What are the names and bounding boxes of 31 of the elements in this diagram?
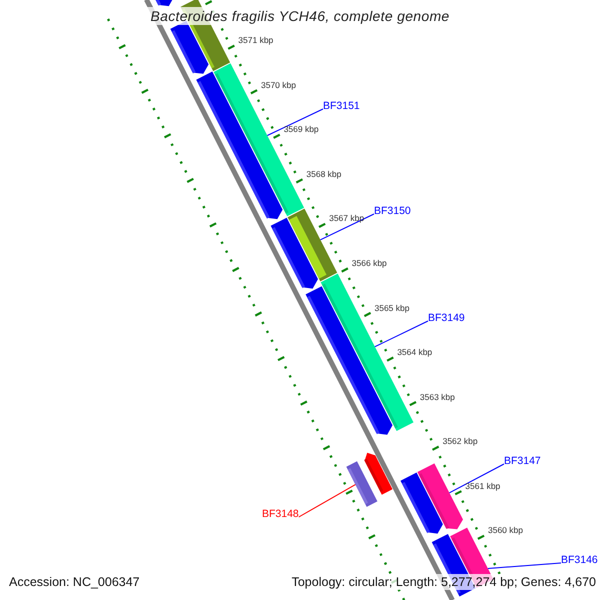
tick-label: 3567 kbp [329,213,364,224]
gene-label: BF3151 [323,100,360,112]
gene-bar [346,461,378,507]
gene-bar [270,218,318,289]
leader-line [374,320,428,348]
genome-stats-text: Topology: circular; Length: 5,277,274 bp; Genes: 4,670 [292,574,596,590]
gene-label: BF3147 [504,455,541,467]
tick-label: 3564 kbp [397,347,432,358]
tick-label: 3565 kbp [374,302,410,312]
gene-bar [306,286,392,435]
accession-text: Accession: NC_006347 [9,574,140,590]
gene-label: BF3150 [374,205,411,217]
tick-label: 3562 kbp [442,436,478,446]
tick-label: 3560 kbp [488,525,523,536]
leader-line [320,214,374,240]
tick-label: 3563 kbp [420,392,455,402]
leader-line [298,484,356,518]
tick-label: 3566 kbp [352,258,387,268]
leader-line [487,562,562,569]
tick-label: 3571 kbp [238,35,274,46]
gene-label: BF3148 [262,508,299,520]
leader-line [266,108,324,136]
leader-line [448,464,504,494]
tick-label: 3570 kbp [261,80,296,90]
tick-label: 3569 kbp [284,124,319,134]
gene-bar [196,72,283,220]
gene-label: BF3149 [428,312,465,324]
tick-label: 3568 kbp [306,168,342,179]
gene-bar [417,463,463,530]
tick-label: 3561 kbp [465,480,500,491]
gene-label: BF3146 [561,554,598,566]
